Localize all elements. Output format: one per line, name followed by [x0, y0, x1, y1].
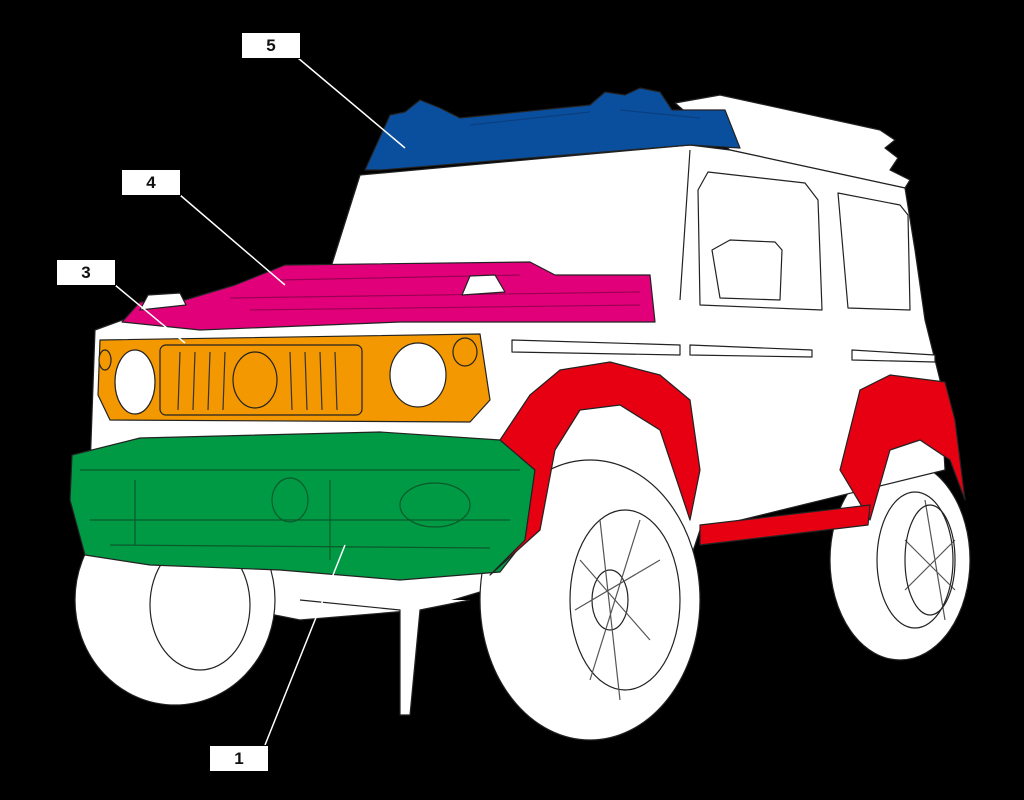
headlight-left: [114, 349, 156, 415]
leader-line-3: [114, 284, 186, 344]
callout-grille: 3: [56, 259, 116, 286]
front-fender: [489, 361, 701, 576]
leader-line-5: [297, 57, 406, 149]
bumper-part-1: [69, 431, 536, 581]
side-step: [699, 504, 871, 546]
hood-light: [139, 292, 187, 311]
callout-bumper: 1: [209, 745, 269, 772]
headlight-right: [389, 342, 447, 408]
side-window-rear: [837, 192, 911, 311]
leader-line-4: [179, 194, 286, 286]
side-mirror: [711, 239, 783, 301]
rear-fender: [839, 374, 966, 521]
callout-roof: 5: [241, 32, 301, 59]
leader-line-1: [264, 544, 346, 746]
roof-part-5: [364, 87, 741, 171]
callout-hood: 4: [121, 169, 181, 196]
hood-scoop: [461, 274, 506, 296]
